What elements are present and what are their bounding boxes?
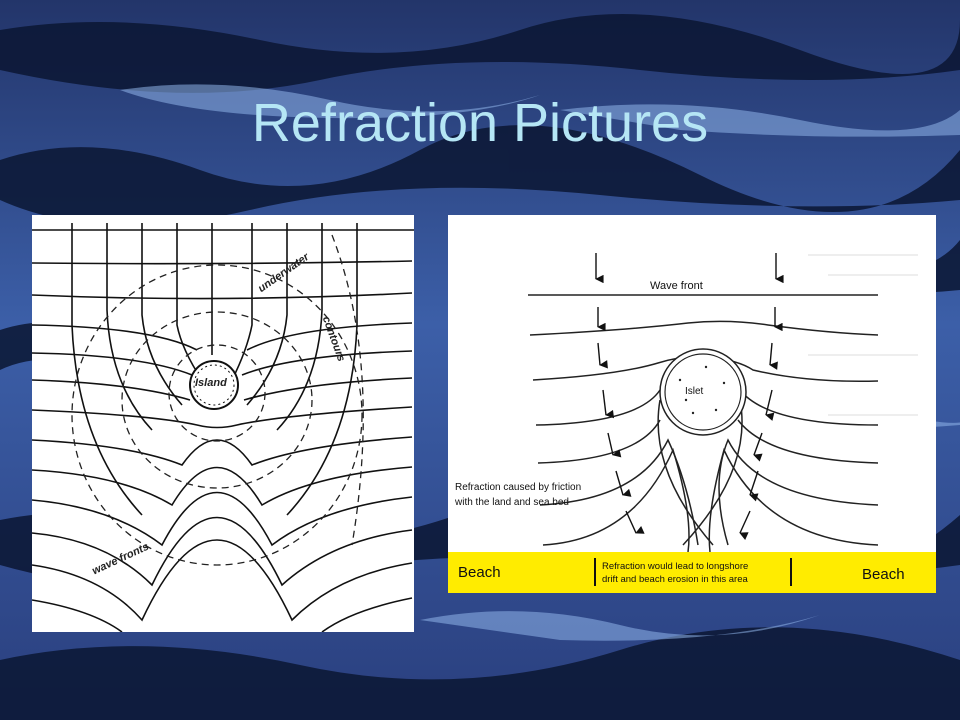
beach-right-label: Beach [862, 566, 905, 583]
beach-left-label: Beach [458, 564, 501, 581]
slide-title: Refraction Pictures [251, 93, 709, 153]
longshore-caption-line2: drift and beach erosion in this area [602, 574, 748, 585]
islet-label: Islet [685, 386, 704, 397]
island-refraction-diagram: Island underwater contours wave fronts [32, 215, 414, 632]
beach-divider-left [594, 558, 596, 586]
refraction-caption-line1: Refraction caused by friction [455, 482, 582, 493]
longshore-caption: Refraction would lead to longshore drift… [602, 560, 748, 586]
refraction-caption: Refraction caused by friction with the l… [455, 480, 581, 510]
islet-refraction-diagram: Wave front Islet Refraction caused by fr… [448, 215, 936, 593]
beach-bar: Beach Refraction would lead to longshore… [448, 552, 936, 593]
wave-front-label: Wave front [650, 280, 703, 292]
refraction-caption-line2: with the land and sea bed [455, 497, 569, 508]
islet-refraction-drawing [528, 253, 918, 553]
longshore-caption-line1: Refraction would lead to longshore [602, 561, 749, 572]
island-label: Island [195, 377, 227, 389]
beach-divider-right [790, 558, 792, 586]
island-refraction-drawing [32, 223, 414, 632]
